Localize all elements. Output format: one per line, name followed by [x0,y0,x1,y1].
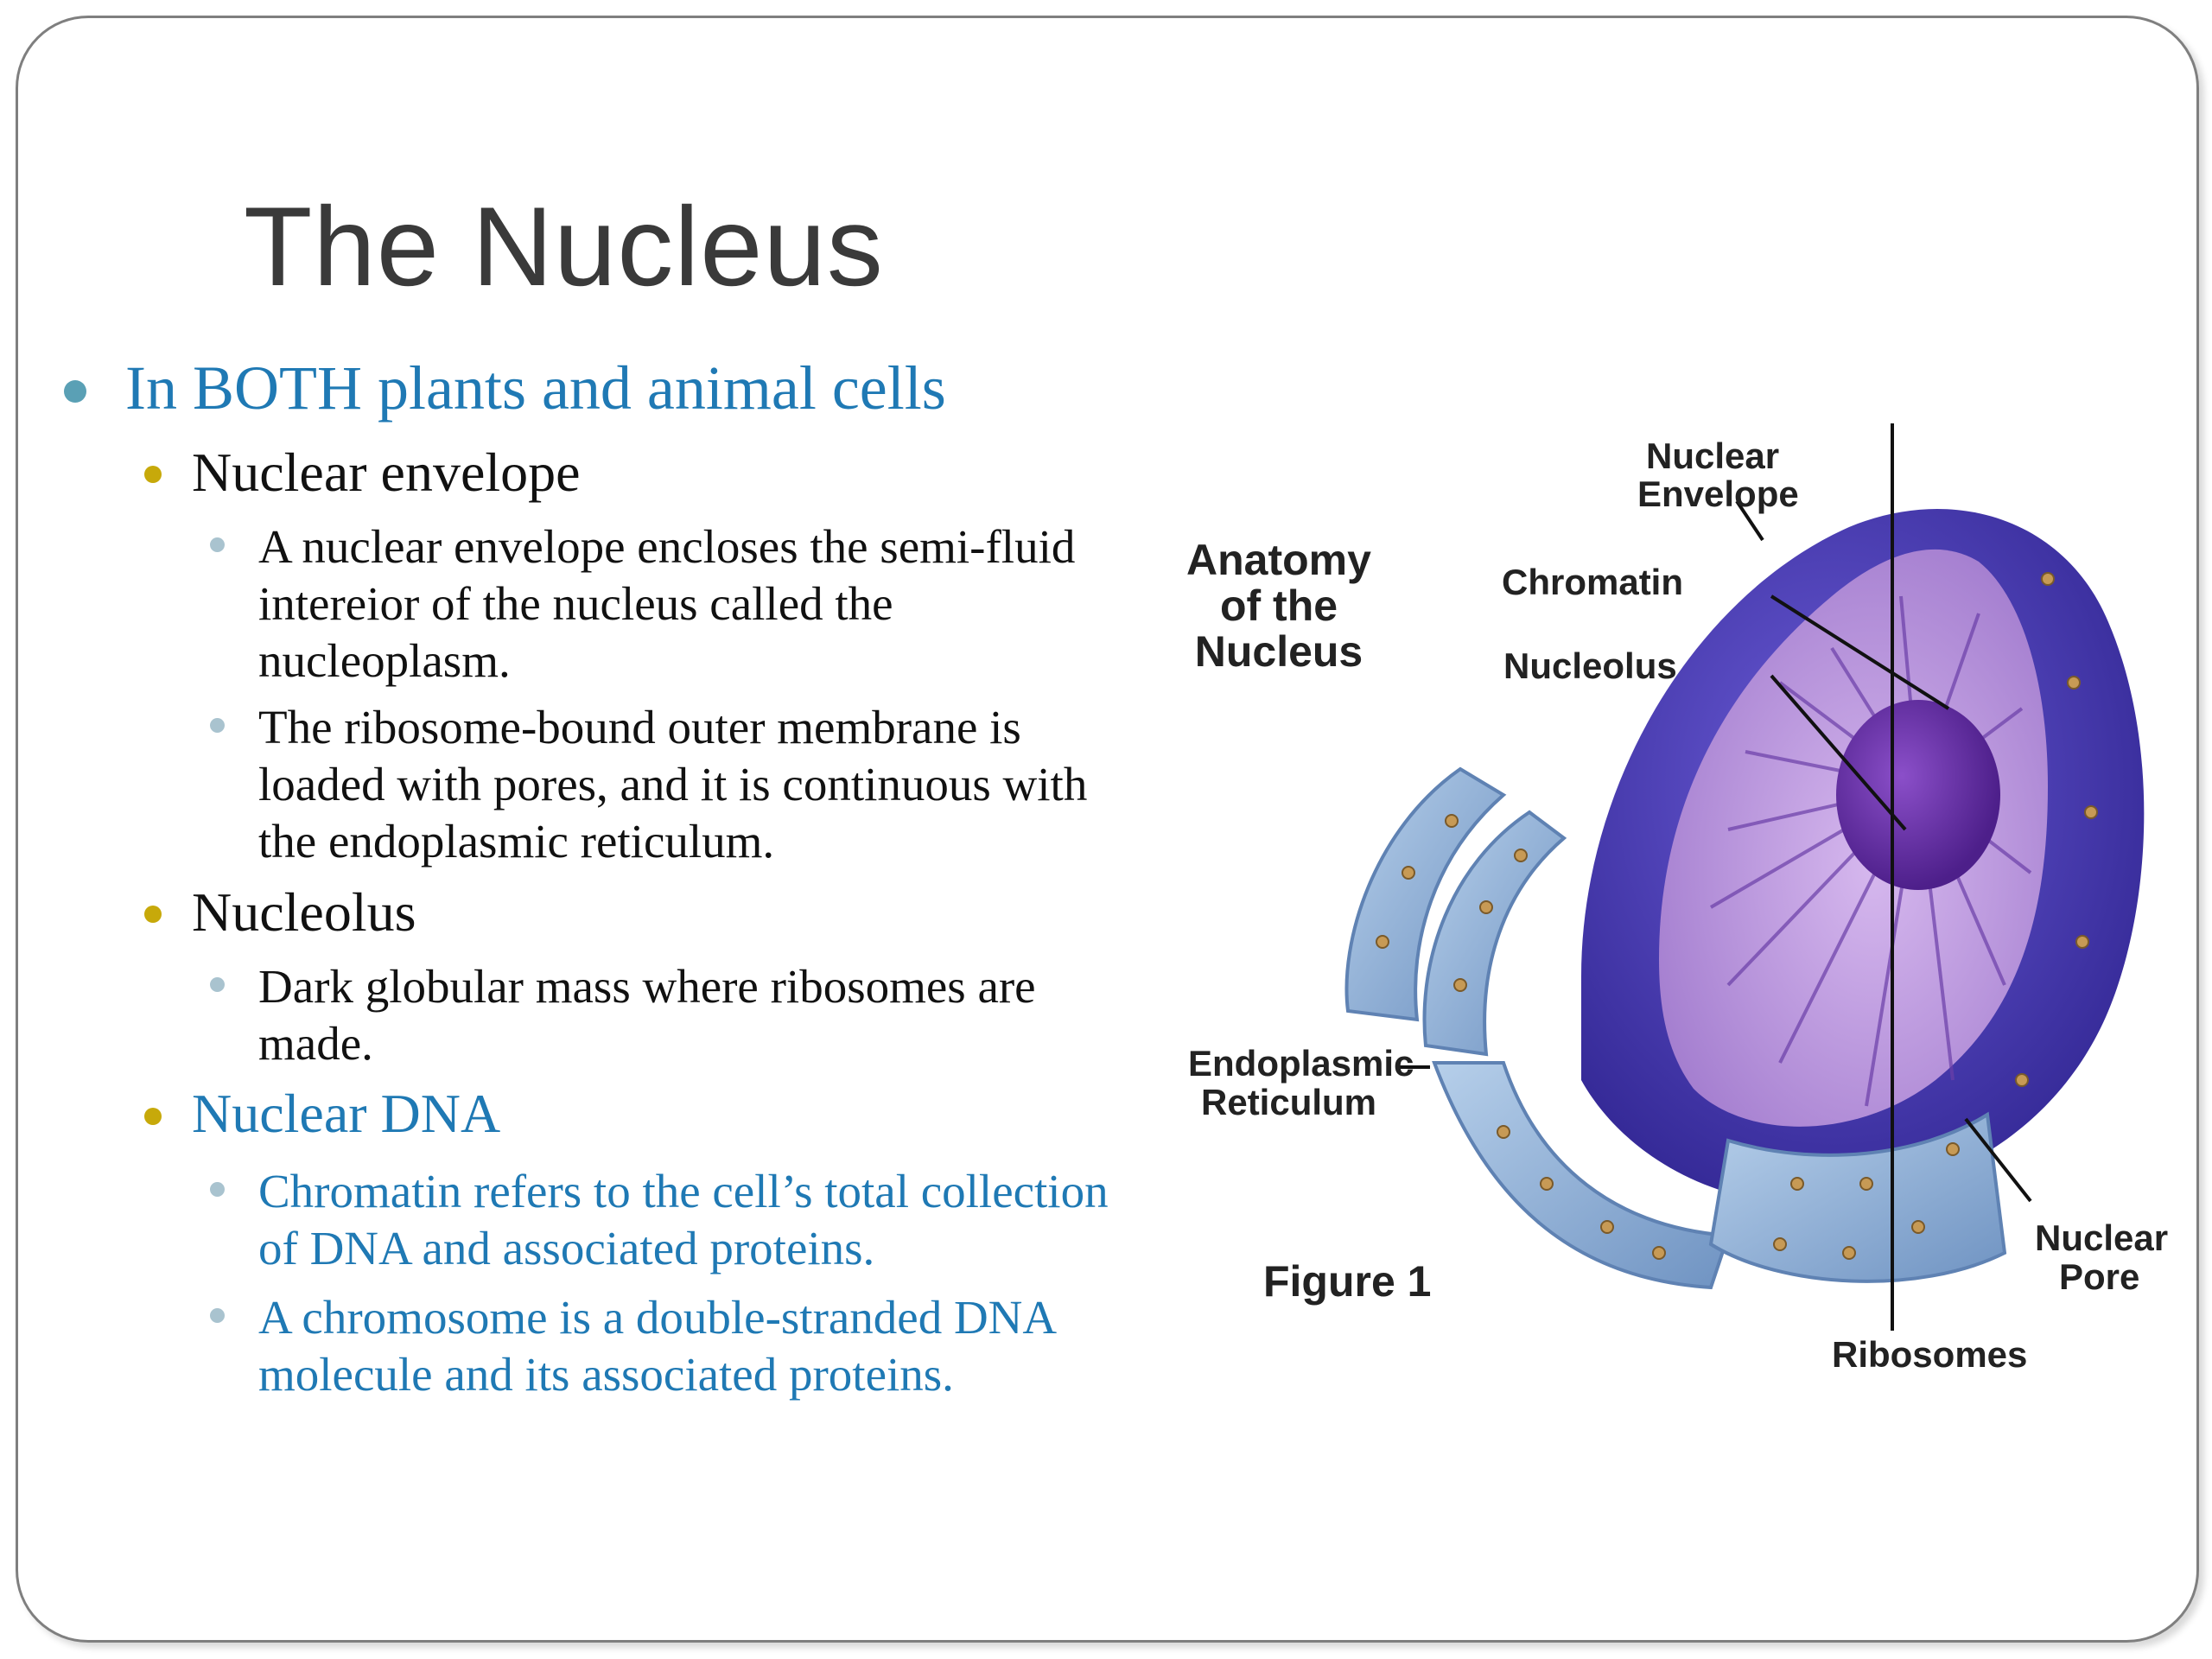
svg-text:Nucleus: Nucleus [1195,627,1363,676]
slide-title: The Nucleus [244,183,884,309]
label-nucleolus: Nucleolus [1503,645,1677,686]
label-er-2: Reticulum [1201,1082,1376,1122]
label-er-1: Endoplasmic [1188,1043,1414,1084]
point-chromatin: Chromatin refers to the cell’s total col… [258,1165,1109,1274]
bullet-level1 [64,380,86,403]
leader-lines [1395,423,2032,1331]
label-nuclear-envelope-2: Envelope [1637,474,1799,514]
bullet-level2 [144,466,162,483]
bullet-level3 [210,977,225,992]
nucleolus-shape [1836,700,2000,890]
point-nucleolus: Dark globular mass where ribosomes are m… [258,960,1036,1070]
label-nuclear-pore-2: Pore [2059,1256,2139,1297]
bullet-level2 [144,1108,162,1125]
bullet-level3 [210,718,225,733]
nucleus-diagram: Anatomy of the Nucleus Nuclear Envelope … [1186,423,2168,1375]
figure-label: Figure 1 [1263,1257,1431,1306]
ribosome-dots [1376,572,2098,1260]
section-heading-nuclear-dna: Nuclear DNA [192,1083,501,1144]
section-heading-nuclear-envelope: Nuclear envelope [192,442,581,503]
section-heading-nucleolus: Nucleolus [192,881,416,943]
point-chromosome: A chromosome is a double-stranded DNA mo… [258,1291,1058,1401]
bullet-level2 [144,906,162,923]
bullet-level3 [210,537,225,552]
level1-text: In BOTH plants and animal cells [125,353,946,423]
label-ribosomes: Ribosomes [1832,1334,2027,1375]
bullet-level3 [210,1182,225,1197]
svg-text:Anatomy: Anatomy [1186,536,1371,584]
point-envelope-encloses: A nuclear envelope encloses the semi-flu… [258,520,1076,687]
bullet-level3 [210,1308,225,1323]
figure-caption: Anatomy of the Nucleus [1186,536,1371,676]
point-outer-membrane: The ribosome-bound outer membrane is loa… [258,701,1088,868]
label-nuclear-envelope-1: Nuclear [1646,435,1779,476]
label-nuclear-pore-1: Nuclear [2035,1217,2168,1258]
label-chromatin: Chromatin [1502,562,1683,602]
svg-text:of the: of the [1220,582,1338,630]
